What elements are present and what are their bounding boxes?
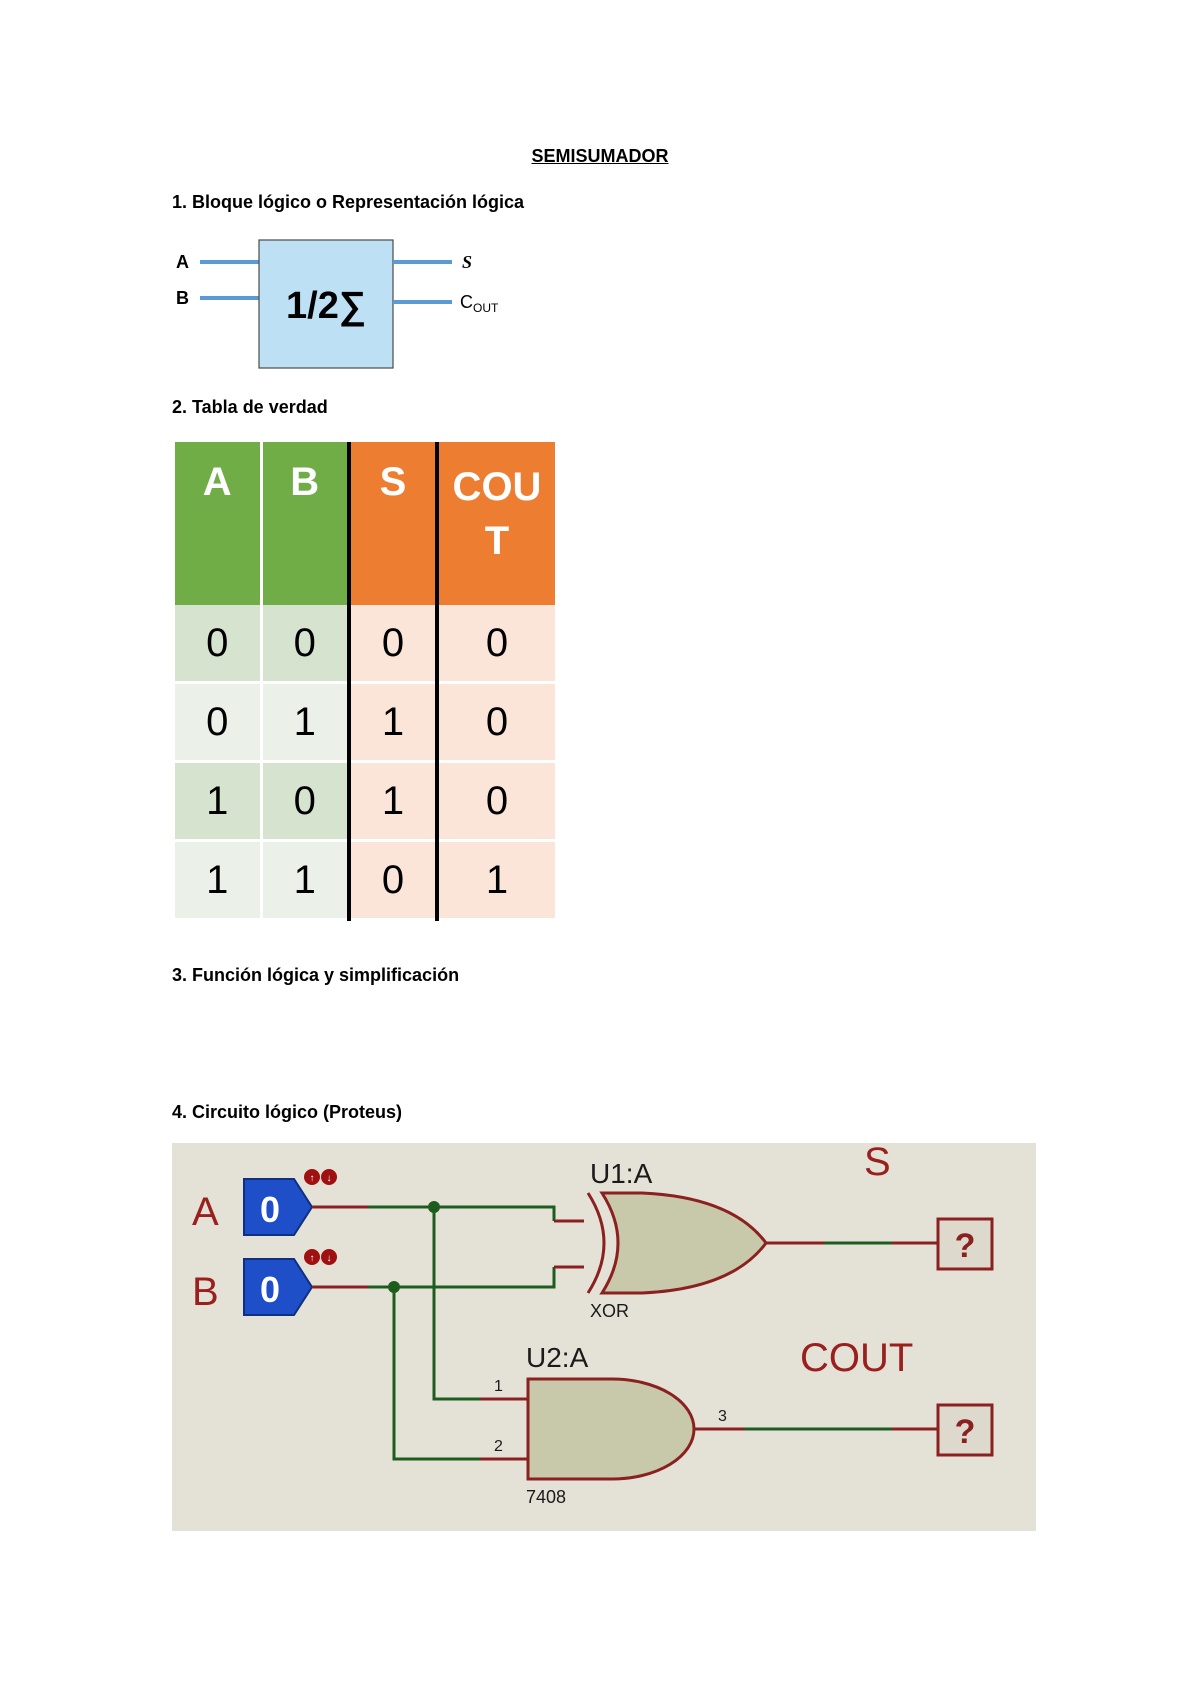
xor-gate[interactable] [586, 1191, 768, 1295]
logic-probe-cout: ? [936, 1403, 994, 1457]
probe-cout-value: ? [955, 1413, 976, 1451]
logic-state-input-b[interactable]: 0 [243, 1258, 314, 1316]
cell-cout: 1 [435, 840, 555, 921]
header-cout: COU T [435, 442, 555, 605]
cell-a: 0 [175, 605, 263, 684]
xor-type-label: XOR [590, 1301, 629, 1321]
junction-dot-b [388, 1281, 400, 1293]
cell-s: 1 [347, 682, 439, 763]
half-adder-symbol: 1/2∑ [286, 285, 366, 327]
junction-dot-a [428, 1201, 440, 1213]
toggle-b-icon[interactable]: ↑ ↓ [304, 1249, 337, 1265]
logic-state-input-a[interactable]: 0 [243, 1178, 314, 1236]
circuit-label-a: A [192, 1190, 219, 1234]
cell-a: 1 [175, 840, 263, 921]
and-pin-3: 3 [718, 1408, 727, 1425]
truth-table-header-row: A B S COU T [175, 442, 555, 605]
section-heading-truth-table: 2. Tabla de verdad [172, 397, 328, 417]
logic-probe-s: ? [936, 1217, 994, 1271]
cell-b: 0 [261, 761, 349, 842]
xor-reference: U1:A [590, 1158, 653, 1189]
cell-b: 1 [261, 682, 349, 763]
and-gate[interactable] [526, 1377, 696, 1481]
circuit-output-s-label: S [864, 1143, 891, 1184]
table-row: 1 0 1 0 [175, 761, 555, 842]
and-pin-1: 1 [494, 1378, 503, 1395]
probe-s-value: ? [955, 1227, 976, 1265]
table-row: 0 1 1 0 [175, 682, 555, 763]
svg-text:↑: ↑ [310, 1253, 315, 1264]
header-s: S [347, 442, 437, 605]
block-output-cout-label: COUT [460, 292, 499, 315]
block-input-a-label: A [176, 252, 189, 272]
cell-s: 1 [347, 761, 439, 842]
proteus-circuit: A B 0 ↑ ↓ 0 ↑ ↓ [172, 1143, 1036, 1531]
cell-a: 0 [175, 682, 263, 763]
section-heading-logic-circuit: 4. Circuito lógico (Proteus) [172, 1102, 403, 1122]
section-heading-logic-block: 1. Bloque lógico o Representación lógica [172, 192, 525, 212]
cell-s: 0 [347, 840, 439, 921]
input-b-value: 0 [260, 1269, 280, 1310]
table-row: 0 0 0 0 [175, 605, 555, 684]
block-output-s-label: S [462, 252, 472, 272]
half-adder-block-diagram: A B 1/2∑ S COUT [176, 239, 499, 369]
cell-a: 1 [175, 761, 263, 842]
table-row: 1 1 0 1 [175, 840, 555, 921]
page-title: SEMISUMADOR [531, 146, 669, 166]
and-reference: U2:A [526, 1342, 589, 1373]
section-heading-logic-function: 3. Función lógica y simplificación [172, 965, 460, 985]
circuit-output-cout-label: COUT [800, 1336, 913, 1380]
wires [312, 1205, 938, 1461]
cell-cout: 0 [435, 761, 555, 842]
svg-text:↓: ↓ [327, 1173, 332, 1184]
block-input-b-label: B [176, 288, 189, 308]
header-b: B [261, 442, 349, 605]
and-part-label: 7408 [526, 1487, 566, 1507]
cell-s: 0 [347, 605, 439, 684]
cell-cout: 0 [435, 682, 555, 763]
and-pin-2: 2 [494, 1438, 503, 1455]
cell-b: 0 [261, 605, 349, 684]
svg-text:↑: ↑ [310, 1173, 315, 1184]
circuit-label-b: B [192, 1270, 219, 1314]
header-a: A [175, 442, 263, 605]
toggle-a-icon[interactable]: ↑ ↓ [304, 1169, 337, 1185]
svg-text:↓: ↓ [327, 1253, 332, 1264]
truth-table: A B S COU T 0 0 0 0 0 1 1 0 1 0 1 0 [175, 442, 555, 921]
cell-cout: 0 [435, 605, 555, 684]
half-adder-block [258, 239, 394, 369]
cell-b: 1 [261, 840, 349, 921]
input-a-value: 0 [260, 1189, 280, 1230]
